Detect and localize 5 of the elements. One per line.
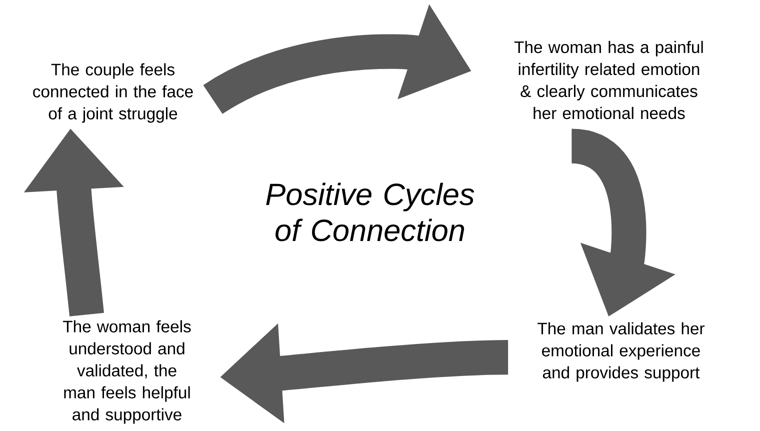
title-text: Positive Cycles of Connection — [266, 182, 474, 242]
node-text: The woman feels understood and validated, the man feels helpful and supportive — [63, 320, 191, 424]
node-text: The man validates her emotional experience and provides support — [538, 322, 705, 382]
node-text: The couple feels connected in the face of a joint struggle — [33, 63, 193, 123]
node-text: The woman has a painful infertility related emotion & clearly communicates her emotional needs — [514, 40, 703, 120]
